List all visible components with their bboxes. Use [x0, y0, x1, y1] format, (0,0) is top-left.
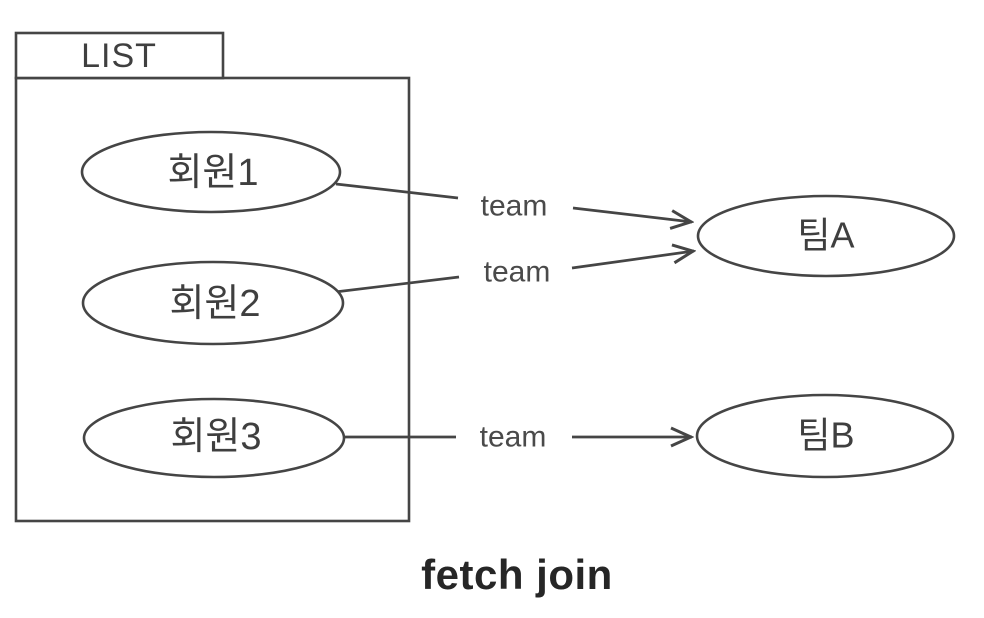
member-1-ellipse — [80, 130, 342, 214]
member-2-label: 회원2 — [169, 283, 260, 325]
team-a-label: 팀A — [797, 215, 854, 256]
list-label: LIST — [81, 37, 157, 75]
edge-2-line — [334, 275, 460, 294]
edge-1-line — [335, 182, 459, 200]
team-b-ellipse — [695, 393, 955, 479]
list-tab — [14, 31, 225, 80]
team-b-label: 팀B — [797, 415, 854, 456]
team-a-ellipse — [696, 194, 956, 278]
edge-1-arrow — [572, 206, 692, 222]
member-2-ellipse — [81, 260, 345, 346]
member-3-ellipse — [82, 397, 346, 479]
member-3-label: 회원3 — [170, 416, 261, 458]
fetch-join-caption: fetch join — [421, 551, 613, 598]
edge-1-team-label: team — [481, 190, 548, 223]
member-1-label: 회원1 — [167, 152, 258, 194]
edge-3-team-label: team — [480, 421, 547, 454]
edge-2-arrow — [571, 251, 694, 270]
edge-2-team-label: team — [484, 256, 551, 289]
